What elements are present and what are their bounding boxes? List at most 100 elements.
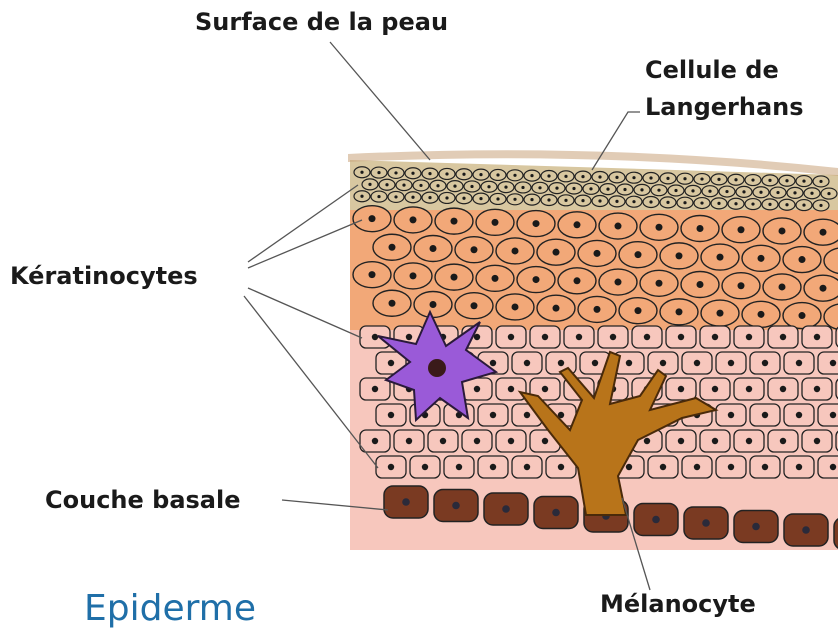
label-langerhans-line2: Langerhans [645, 93, 804, 121]
granular-cell-nucleus [492, 219, 499, 226]
surface-cell-nucleus [530, 198, 533, 201]
surface-cell-nucleus [734, 178, 737, 181]
granular-cell-nucleus [574, 277, 581, 284]
granular-cell-nucleus [389, 244, 396, 251]
spinous-cell-nucleus [746, 386, 752, 392]
spinous-cell-nucleus [762, 464, 768, 470]
label-keratinocytes: Kératinocytes [10, 262, 198, 290]
surface-cell-nucleus [606, 188, 609, 191]
spinous-cell-nucleus [644, 438, 650, 444]
spinous-cell-nucleus [796, 412, 802, 418]
spinous-cell-nucleus [508, 334, 514, 340]
granular-cell-nucleus [779, 227, 786, 234]
spinous-cell-nucleus [406, 438, 412, 444]
granular-cell-nucleus [635, 251, 642, 258]
surface-cell-nucleus [657, 189, 660, 192]
granular-cell-nucleus [758, 255, 765, 262]
surface-cell-nucleus [462, 173, 465, 176]
surface-cell-nucleus [776, 191, 779, 194]
spinous-cell-nucleus [660, 464, 666, 470]
granular-cell-nucleus [717, 310, 724, 317]
surface-cell-nucleus [802, 203, 805, 206]
spinous-cell-nucleus [508, 386, 514, 392]
leader-keratinocytes-3 [248, 288, 362, 338]
surface-cell-nucleus [564, 175, 567, 178]
basal-cell [834, 518, 838, 550]
surface-cell-nucleus [683, 177, 686, 180]
surface-cell-nucleus [691, 189, 694, 192]
surface-cell-nucleus [479, 173, 482, 176]
surface-cell-nucleus [428, 196, 431, 199]
spinous-cell-nucleus [678, 438, 684, 444]
surface-cell-nucleus [717, 202, 720, 205]
leader-keratinocytes-2 [248, 220, 362, 268]
spinous-cell-nucleus [746, 438, 752, 444]
surface-cell-nucleus [487, 185, 490, 188]
surface-cell-nucleus [504, 186, 507, 189]
surface-cell-nucleus [827, 192, 830, 195]
surface-cell-nucleus [470, 185, 473, 188]
surface-cell-nucleus [700, 201, 703, 204]
spinous-cell-nucleus [796, 464, 802, 470]
surface-cell-nucleus [785, 203, 788, 206]
granular-cell-nucleus [410, 216, 417, 223]
spinous-cell-nucleus [780, 438, 786, 444]
surface-cell-nucleus [581, 175, 584, 178]
spinous-cell-nucleus [558, 360, 564, 366]
granular-cell-nucleus [430, 301, 437, 308]
spinous-cell-nucleus [474, 386, 480, 392]
surface-cell-nucleus [819, 180, 822, 183]
spinous-cell-nucleus [626, 360, 632, 366]
surface-cell-nucleus [564, 199, 567, 202]
granular-cell-nucleus [799, 312, 806, 319]
surface-cell-nucleus [547, 174, 550, 177]
spinous-cell-nucleus [762, 412, 768, 418]
granular-cell-nucleus [369, 215, 376, 222]
spinous-cell-nucleus [660, 360, 666, 366]
spinous-cell-nucleus [830, 464, 836, 470]
spinous-cell-nucleus [762, 360, 768, 366]
basal-cell-nucleus [702, 519, 710, 527]
surface-cell-nucleus [734, 202, 737, 205]
surface-cell-nucleus [513, 198, 516, 201]
surface-cell-nucleus [445, 172, 448, 175]
granular-cell-nucleus [451, 274, 458, 281]
granular-cell-nucleus [738, 226, 745, 233]
surface-cell-nucleus [538, 186, 541, 189]
spinous-cell-nucleus [644, 334, 650, 340]
spinous-cell-nucleus [490, 464, 496, 470]
spinous-cell-nucleus [678, 386, 684, 392]
surface-cell-nucleus [589, 187, 592, 190]
spinous-cell-nucleus [780, 334, 786, 340]
granular-cell-nucleus [738, 282, 745, 289]
basal-cell-nucleus [652, 516, 660, 524]
surface-cell-nucleus [649, 200, 652, 203]
spinous-cell-nucleus [694, 360, 700, 366]
spinous-cell-nucleus [558, 464, 564, 470]
granular-cell-nucleus [512, 303, 519, 310]
granular-cell-nucleus [779, 283, 786, 290]
spinous-cell-nucleus [814, 334, 820, 340]
label-langerhans-line1: Cellule de [645, 56, 779, 84]
surface-cell-nucleus [759, 191, 762, 194]
spinous-cell-nucleus [626, 464, 632, 470]
basal-cell-nucleus [402, 498, 410, 506]
granular-cell-nucleus [492, 275, 499, 282]
surface-cell-nucleus [419, 184, 422, 187]
basal-cell-nucleus [552, 509, 560, 517]
spinous-cell-nucleus [542, 334, 548, 340]
surface-cell-nucleus [785, 179, 788, 182]
surface-cell-nucleus [598, 199, 601, 202]
granular-cell-nucleus [758, 311, 765, 318]
basal-cell-nucleus [502, 505, 510, 513]
granular-cell-nucleus [799, 256, 806, 263]
surface-cell-nucleus [717, 178, 720, 181]
surface-cell-nucleus [751, 178, 754, 181]
surface-cell-nucleus [445, 196, 448, 199]
spinous-cell-nucleus [372, 438, 378, 444]
granular-cell-nucleus [676, 308, 683, 315]
surface-cell-nucleus [530, 174, 533, 177]
granular-cell-nucleus [820, 285, 827, 292]
label-basal-layer: Couche basale [45, 486, 241, 514]
surface-cell-nucleus [462, 197, 465, 200]
